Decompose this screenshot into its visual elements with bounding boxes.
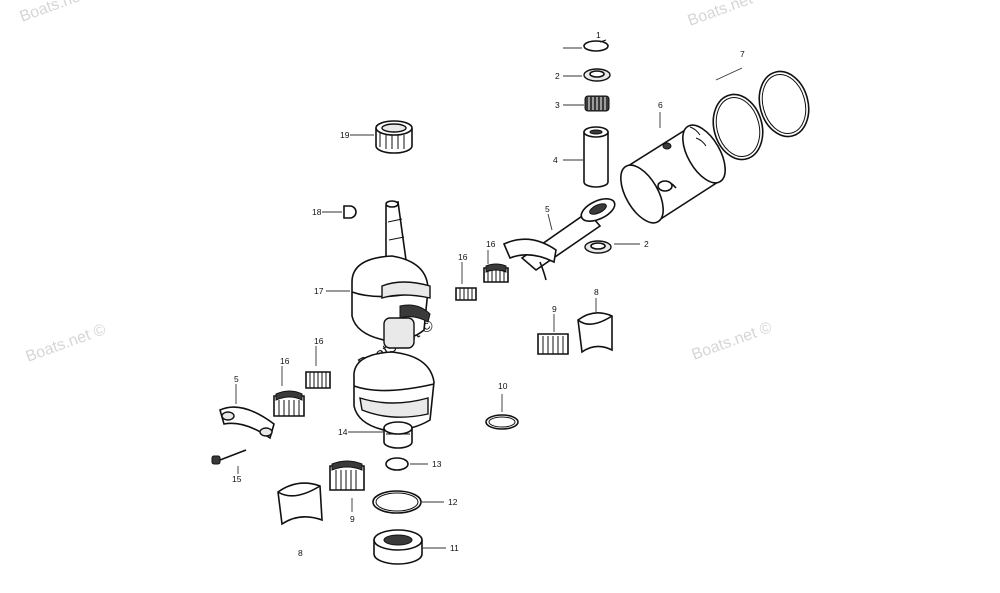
connecting-rod[interactable] (502, 194, 618, 281)
piston-pin-retainer[interactable] (583, 39, 609, 52)
roller-bearing-9-lower[interactable] (329, 460, 365, 491)
callout-16-a: 16 (280, 356, 290, 366)
callout-3: 3 (555, 100, 560, 110)
needle-cage-upper-right[interactable] (483, 263, 509, 283)
needle-cage-lower-right[interactable] (305, 371, 331, 389)
piston-pin[interactable] (583, 126, 609, 188)
thrust-washer-upper[interactable] (583, 68, 611, 82)
callout-labels: 1 2 3 4 5 6 7 2 19 18 17 14 13 12 11 10 … (232, 30, 745, 558)
callout-10: 10 (498, 381, 508, 391)
callout-19: 19 (340, 130, 350, 140)
rod-cap-screw[interactable] (211, 449, 247, 465)
callout-1: 1 (596, 30, 601, 40)
crankshaft[interactable] (351, 200, 435, 449)
callout-6: 6 (658, 100, 663, 110)
retaining-ring-10[interactable] (485, 414, 519, 430)
callout-14: 14 (338, 427, 348, 437)
callout-15: 15 (232, 474, 242, 484)
callout-5: 5 (545, 204, 550, 214)
callout-7: 7 (740, 49, 745, 59)
callout-16-b: 16 (314, 336, 324, 346)
needle-cage-lower-left[interactable] (273, 390, 305, 417)
watermark-right: Boats.net © (690, 319, 775, 364)
callout-12: 12 (448, 497, 458, 507)
o-ring-12[interactable] (372, 490, 422, 514)
watermark-left: Boats.net © (24, 321, 109, 366)
woodruff-key[interactable] (343, 205, 357, 219)
callout-13: 13 (432, 459, 442, 469)
callout-16-d: 16 (486, 239, 496, 249)
callout-18: 18 (312, 207, 322, 217)
needle-bearing-upper[interactable] (584, 95, 610, 112)
callout-2: 2 (555, 71, 560, 81)
piston[interactable] (612, 118, 734, 229)
seal-bearing-11[interactable] (373, 529, 423, 565)
bearing-race-8-lower[interactable] (277, 482, 323, 526)
callout-2-lower: 2 (644, 239, 649, 249)
callout-5-lower: 5 (234, 374, 239, 384)
callout-11: 11 (450, 543, 459, 553)
thrust-washer-lower[interactable] (584, 240, 612, 254)
needle-cage-upper-left[interactable] (455, 287, 477, 301)
callout-17: 17 (314, 286, 324, 296)
leader-lines (235, 47, 743, 549)
callout-16-c: 16 (458, 252, 468, 262)
callout-8: 8 (594, 287, 599, 297)
callout-9-lower: 9 (350, 514, 355, 524)
callout-4: 4 (553, 155, 558, 165)
watermark-top-right: Boats.net (686, 0, 756, 30)
piston-rings[interactable] (706, 66, 815, 165)
callout-9: 9 (552, 304, 557, 314)
roller-bearing-9-upper[interactable] (537, 333, 569, 355)
callout-8-lower: 8 (298, 548, 303, 558)
o-ring-13[interactable] (385, 457, 409, 471)
watermark-top-left: Boats.net (18, 0, 88, 26)
bearing-race-8-upper[interactable] (577, 312, 613, 354)
roller-bearing-19[interactable] (375, 120, 413, 154)
rod-cap[interactable] (219, 406, 275, 440)
